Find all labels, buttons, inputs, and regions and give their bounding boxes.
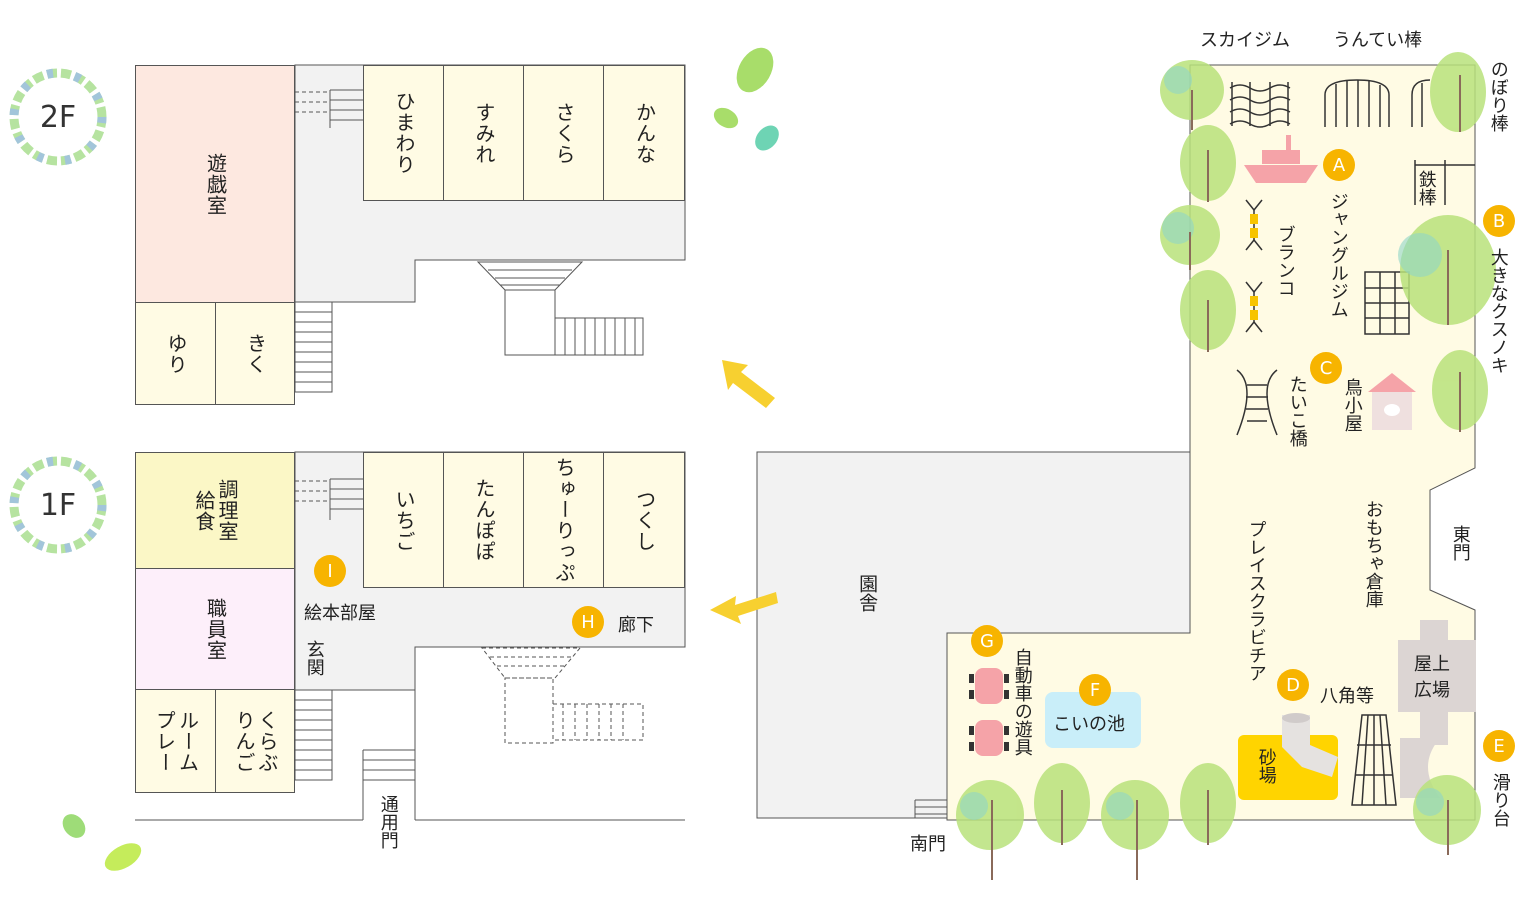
- room-ichigo-label: いちご: [392, 488, 416, 552]
- room-churippu[interactable]: ちゅーりっぷ: [523, 452, 604, 588]
- label-sunaba: 砂場: [1255, 748, 1277, 784]
- label-hiroba-a: 屋上: [1414, 654, 1450, 675]
- room-playroom-label-a: プレー: [152, 709, 177, 773]
- room-kiku-label: きく: [243, 332, 268, 375]
- room-tsukushi[interactable]: つくし: [603, 452, 685, 588]
- label-ensha-a: 園: [856, 574, 879, 593]
- room-staff[interactable]: 職員室: [135, 568, 295, 690]
- room-sakura[interactable]: さくら: [523, 65, 604, 201]
- label-jungle: ジャングルジム: [1327, 192, 1349, 318]
- room-playroom-label-b: ルーム: [175, 709, 200, 773]
- label-ensha-b: 舎: [856, 593, 879, 612]
- label-hiroba-b: 広場: [1414, 680, 1450, 701]
- label-buranko: ブランコ: [1274, 225, 1296, 297]
- badge-a[interactable]: A: [1323, 149, 1355, 181]
- floor-label-1f: 1F: [39, 487, 77, 523]
- label-jidosha: 自動車の遊具: [1011, 648, 1033, 756]
- label-untei: うんてい棒: [1333, 30, 1423, 51]
- badge-i[interactable]: I: [314, 555, 346, 587]
- room-staff-label: 職員室: [203, 597, 228, 661]
- badge-h[interactable]: H: [572, 606, 604, 638]
- label-hiroba: 屋上: [1414, 655, 1450, 675]
- room-tsukushi-label: つくし: [632, 488, 657, 552]
- room-sumire-label: すみれ: [472, 101, 496, 165]
- label-nobori: のぼり棒: [1487, 60, 1509, 132]
- badge-c[interactable]: C: [1310, 352, 1342, 384]
- label-torigoya: 鳥小屋: [1341, 378, 1363, 432]
- room-yuri[interactable]: ゆり: [135, 302, 216, 405]
- label-suberidai: 滑り台: [1489, 773, 1511, 827]
- room-kiku[interactable]: きく: [215, 302, 295, 405]
- label-tsuyomon: 通用門: [377, 795, 399, 849]
- label-tetsubo: 鉄棒: [1415, 170, 1437, 206]
- room-himawari-label: ひまわり: [392, 91, 416, 175]
- badge-b[interactable]: B: [1483, 205, 1515, 237]
- label-minamimon: 南門: [910, 834, 946, 855]
- badge-g[interactable]: G: [971, 625, 1003, 657]
- badge-d[interactable]: D: [1277, 669, 1309, 701]
- room-yugi[interactable]: 遊戯室: [135, 65, 295, 303]
- label-genkan: 玄関: [303, 640, 325, 676]
- room-tanpopo-label: たんぽぽ: [472, 478, 496, 562]
- room-yuri-label: ゆり: [164, 332, 188, 375]
- room-yugi-label: 遊戯室: [203, 152, 228, 216]
- label-omocha: おもちゃ倉庫: [1362, 500, 1384, 608]
- label-taiko: たいこ橋: [1286, 375, 1308, 447]
- room-sumire[interactable]: すみれ: [443, 65, 524, 201]
- label-koinoike: こいの池: [1053, 714, 1125, 735]
- badge-e[interactable]: E: [1483, 730, 1515, 762]
- room-playroom[interactable]: プレー ルーム: [135, 689, 216, 793]
- label-kusunoki: 大きなクスノキ: [1487, 248, 1509, 374]
- label-roka: 廊下: [618, 615, 654, 636]
- label-higashimon: 東門: [1449, 525, 1471, 561]
- room-kitchen-label-a: 給食: [192, 489, 216, 532]
- room-kanna[interactable]: かんな: [603, 65, 685, 201]
- room-churippu-label: ちゅーりっぷ: [552, 457, 576, 583]
- room-himawari[interactable]: ひまわり: [363, 65, 444, 201]
- label-piazza: プレイスクラビチア: [1245, 520, 1267, 682]
- room-kanna-label: かんな: [632, 101, 657, 165]
- room-ringo-label-a: りんご: [232, 709, 256, 773]
- room-sakura-label: さくら: [552, 101, 576, 165]
- room-kitchen-label-b: 調理室: [215, 479, 239, 542]
- room-tanpopo[interactable]: たんぽぽ: [443, 452, 524, 588]
- room-kitchen[interactable]: 給食 調理室: [135, 452, 295, 569]
- floor-label-2f: 2F: [39, 99, 77, 135]
- label-ehon: 絵本部屋: [304, 603, 376, 624]
- badge-f[interactable]: F: [1079, 674, 1111, 706]
- room-ringo-label-b: くらぶ: [255, 709, 279, 773]
- label-ensha: 園舎: [849, 574, 885, 612]
- label-skygym: スカイジム: [1200, 30, 1290, 51]
- label-hakkaku: 八角等: [1320, 686, 1374, 707]
- tree-icons: [956, 52, 1496, 880]
- room-ringo[interactable]: りんご くらぶ: [215, 689, 295, 793]
- room-ichigo[interactable]: いちご: [363, 452, 444, 588]
